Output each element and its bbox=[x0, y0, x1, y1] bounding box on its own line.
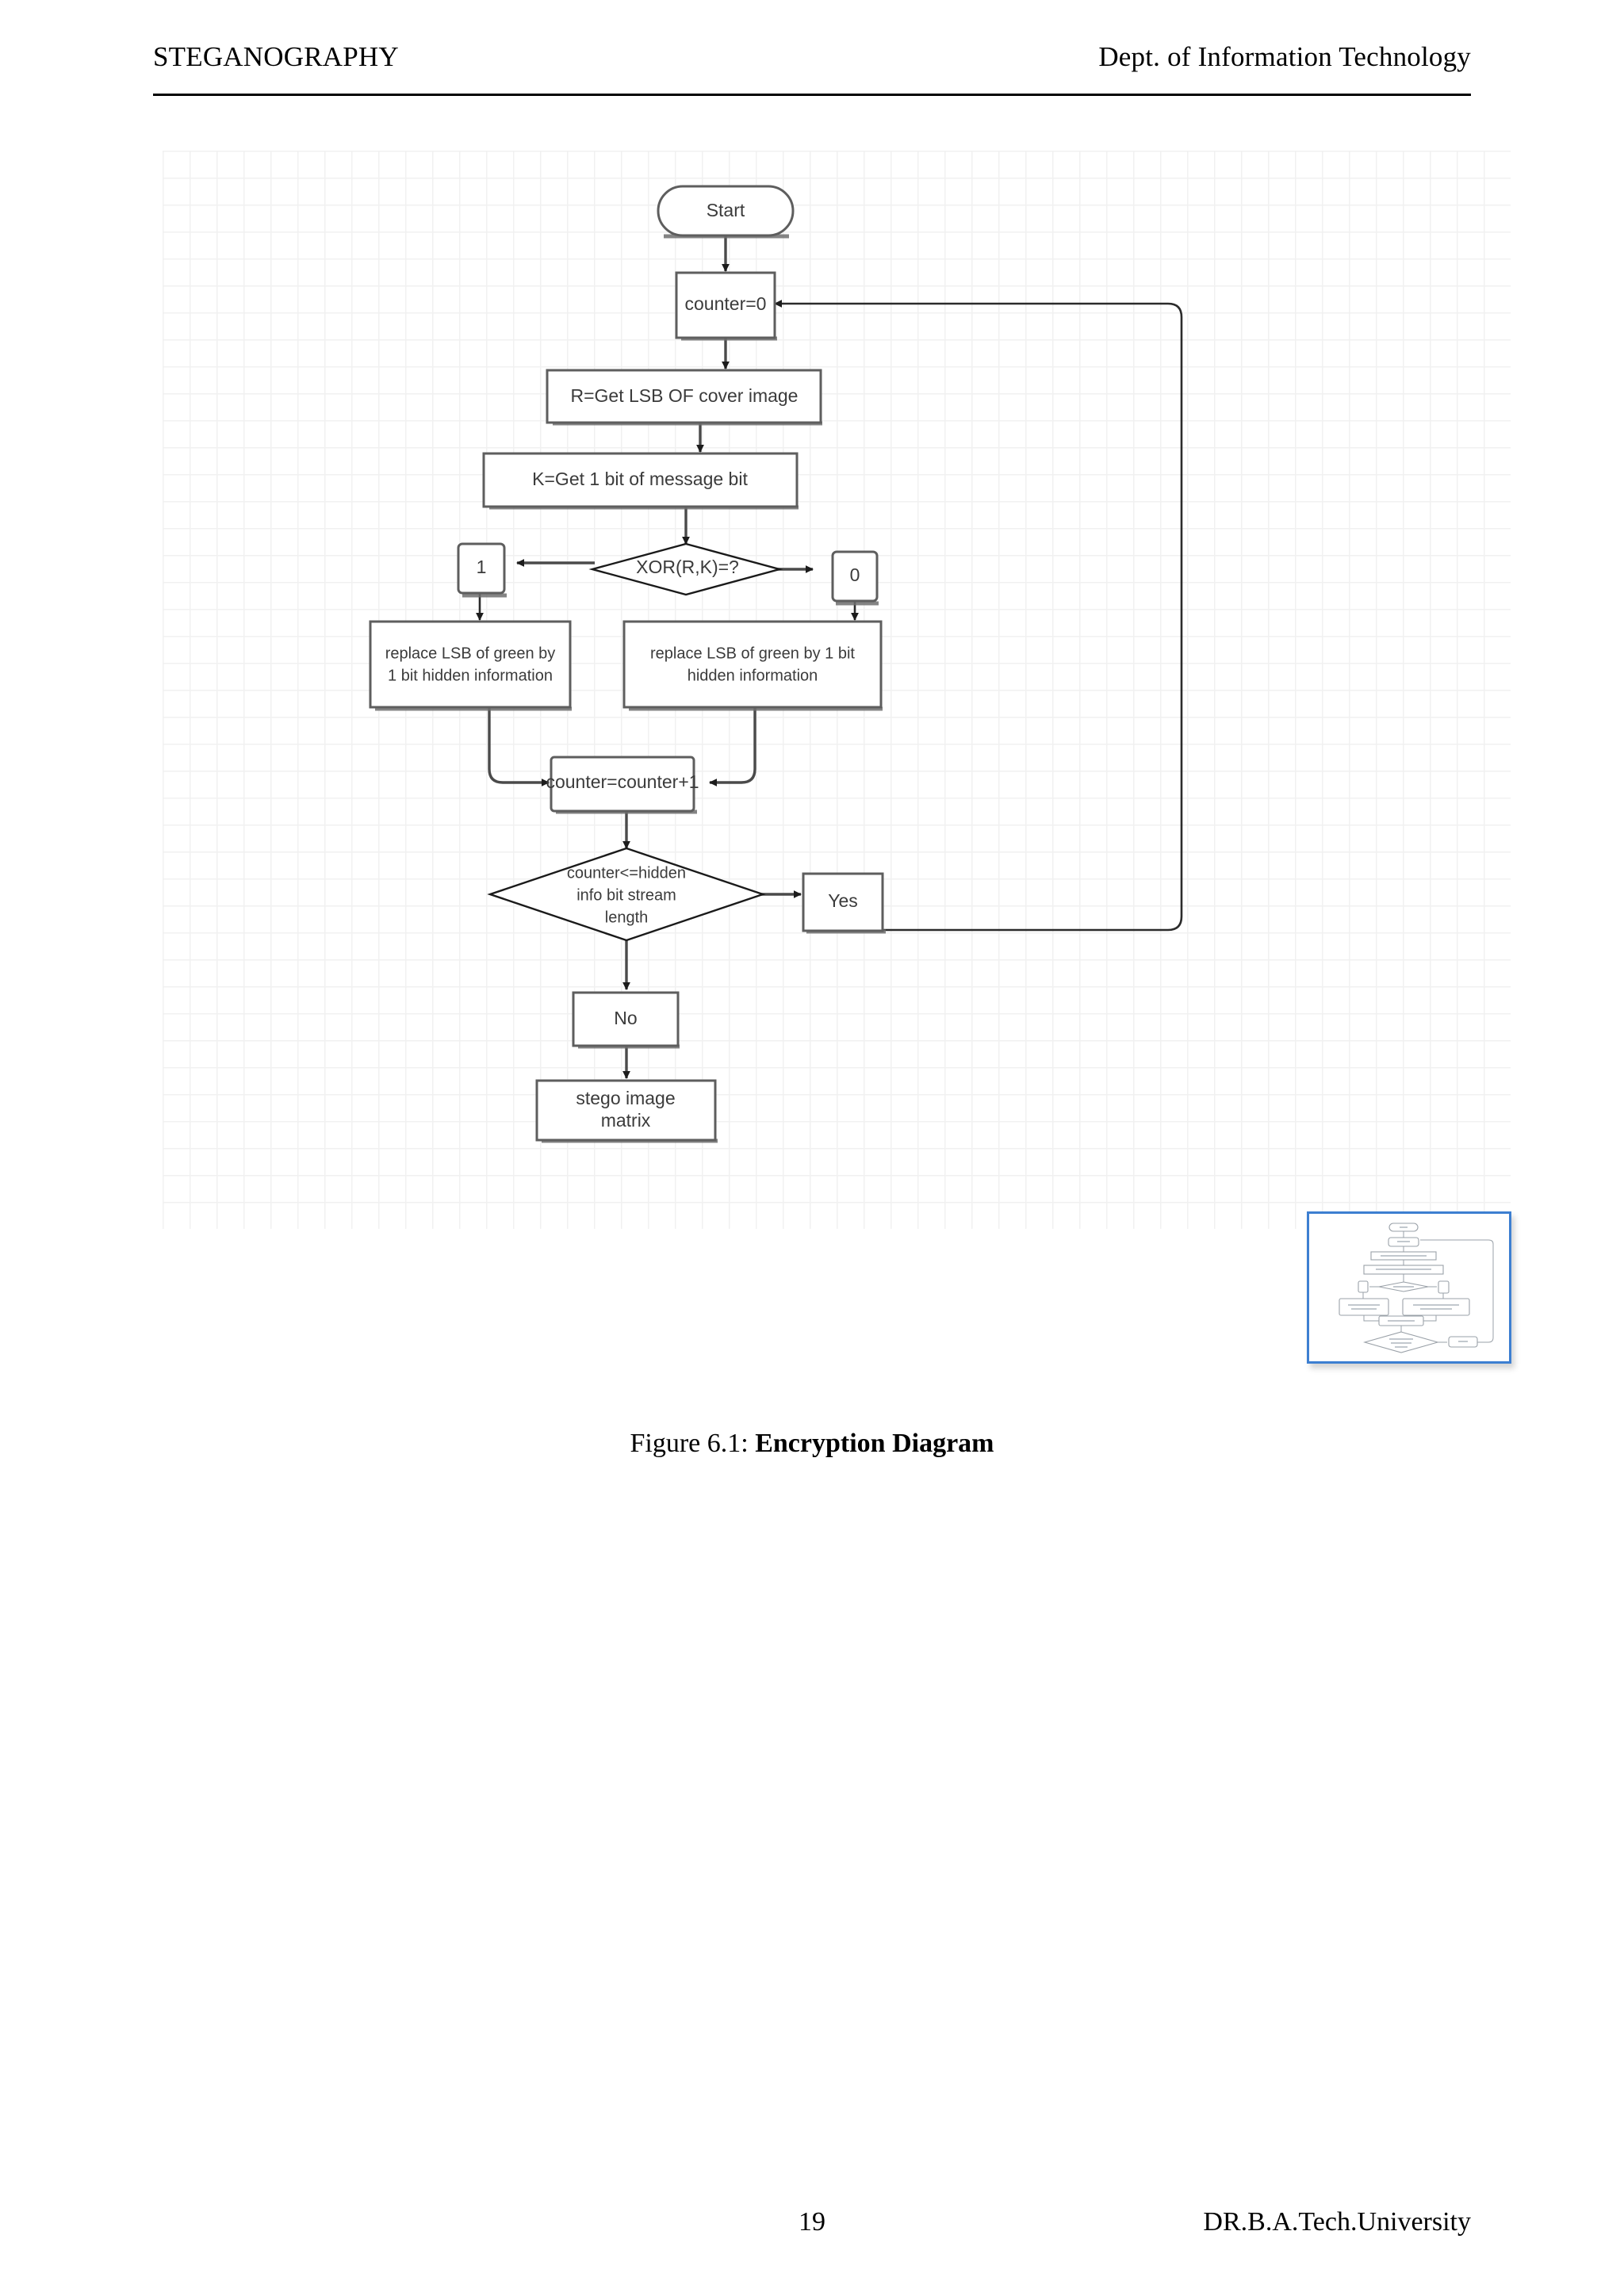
thumbnail-getK bbox=[1363, 1265, 1444, 1275]
node-stego-image-matrix[interactable]: stego image matrix bbox=[535, 1079, 718, 1143]
node-start-label: Start bbox=[707, 200, 745, 220]
node-get-message-bit[interactable]: K=Get 1 bit of message bit bbox=[482, 452, 799, 510]
node-branch-one[interactable]: 1 bbox=[457, 542, 507, 598]
node-branch-one-label: 1 bbox=[477, 557, 487, 577]
node-counter-increment-label: counter=counter+1 bbox=[546, 771, 699, 792]
node-loop-condition-line1: counter<=hidden bbox=[567, 864, 686, 882]
page-number: 19 bbox=[799, 2207, 825, 2237]
node-branch-zero-label: 0 bbox=[850, 564, 860, 585]
footer-university: DR.B.A.Tech.University bbox=[1203, 2207, 1471, 2237]
figure-caption: Figure 6.1: Encryption Diagram bbox=[0, 1429, 1624, 1459]
header-right-title: Dept. of Information Technology bbox=[1098, 41, 1471, 72]
node-yes-label: Yes bbox=[828, 890, 858, 911]
node-counter-zero-label: counter=0 bbox=[685, 293, 767, 314]
thumbnail-yes bbox=[1448, 1336, 1478, 1348]
node-loop-condition[interactable]: counter<=hidden info bit stream length bbox=[487, 847, 766, 942]
header-left-title: STEGANOGRAPHY bbox=[153, 41, 399, 72]
node-yes[interactable]: Yes bbox=[802, 872, 886, 934]
node-replace-lsb-left-line1: replace LSB of green by bbox=[385, 645, 556, 662]
thumbnail-replace-right bbox=[1402, 1298, 1470, 1316]
node-xor-decision[interactable]: XOR(R,K)=? bbox=[588, 542, 783, 596]
flowchart-canvas: Start counter=0 R=Get LSB OF cover image… bbox=[163, 151, 1511, 1229]
thumbnail-start bbox=[1388, 1223, 1419, 1232]
node-get-message-bit-label: K=Get 1 bit of message bit bbox=[532, 469, 748, 489]
figure-caption-title: Encryption Diagram bbox=[755, 1429, 994, 1458]
thumbnail-xor bbox=[1378, 1281, 1429, 1292]
node-replace-lsb-right[interactable]: replace LSB of green by 1 bit hidden inf… bbox=[622, 620, 883, 711]
node-no-label: No bbox=[614, 1008, 637, 1028]
flowchart-thumbnail-preview[interactable] bbox=[1307, 1211, 1511, 1364]
node-branch-zero[interactable]: 0 bbox=[831, 550, 879, 606]
page-header: STEGANOGRAPHY Dept. of Information Techn… bbox=[153, 41, 1471, 95]
figure-caption-number: Figure 6.1: bbox=[630, 1429, 749, 1458]
node-stego-image-matrix-line2: matrix bbox=[601, 1110, 651, 1131]
node-no[interactable]: No bbox=[572, 991, 680, 1049]
node-counter-increment[interactable]: counter=counter+1 bbox=[546, 756, 699, 814]
node-xor-decision-label: XOR(R,K)=? bbox=[636, 557, 739, 577]
node-start[interactable]: Start bbox=[657, 185, 795, 239]
node-get-lsb-cover-label: R=Get LSB OF cover image bbox=[571, 385, 799, 406]
node-counter-zero[interactable]: counter=0 bbox=[675, 271, 777, 341]
edge-yes-loopback-to-counter0 bbox=[774, 300, 1183, 932]
node-loop-condition-line3: length bbox=[605, 909, 649, 926]
thumbnail-one bbox=[1358, 1280, 1369, 1293]
thumbnail-condition bbox=[1362, 1331, 1440, 1353]
node-replace-lsb-left[interactable]: replace LSB of green by 1 bit hidden inf… bbox=[369, 620, 572, 711]
header-rule bbox=[153, 94, 1471, 96]
page-footer: 19 DR.B.A.Tech.University bbox=[0, 2207, 1624, 2247]
edge-replace-right-to-inc bbox=[709, 707, 756, 786]
node-stego-image-matrix-line1: stego image bbox=[576, 1088, 675, 1108]
thumbnail-zero bbox=[1438, 1280, 1450, 1294]
thumbnail-counter0 bbox=[1388, 1237, 1419, 1247]
node-replace-lsb-right-line2: hidden information bbox=[688, 667, 818, 684]
thumbnail-getR bbox=[1370, 1251, 1437, 1261]
node-replace-lsb-left-line2: 1 bit hidden information bbox=[388, 667, 553, 684]
thumbnail-inc bbox=[1378, 1315, 1424, 1326]
thumbnail-replace-left bbox=[1339, 1298, 1389, 1316]
edge-replace-left-to-inc bbox=[488, 707, 550, 786]
node-loop-condition-line2: info bit stream bbox=[576, 886, 676, 904]
node-get-lsb-cover[interactable]: R=Get LSB OF cover image bbox=[546, 369, 822, 426]
node-replace-lsb-right-line1: replace LSB of green by 1 bit bbox=[650, 645, 855, 662]
